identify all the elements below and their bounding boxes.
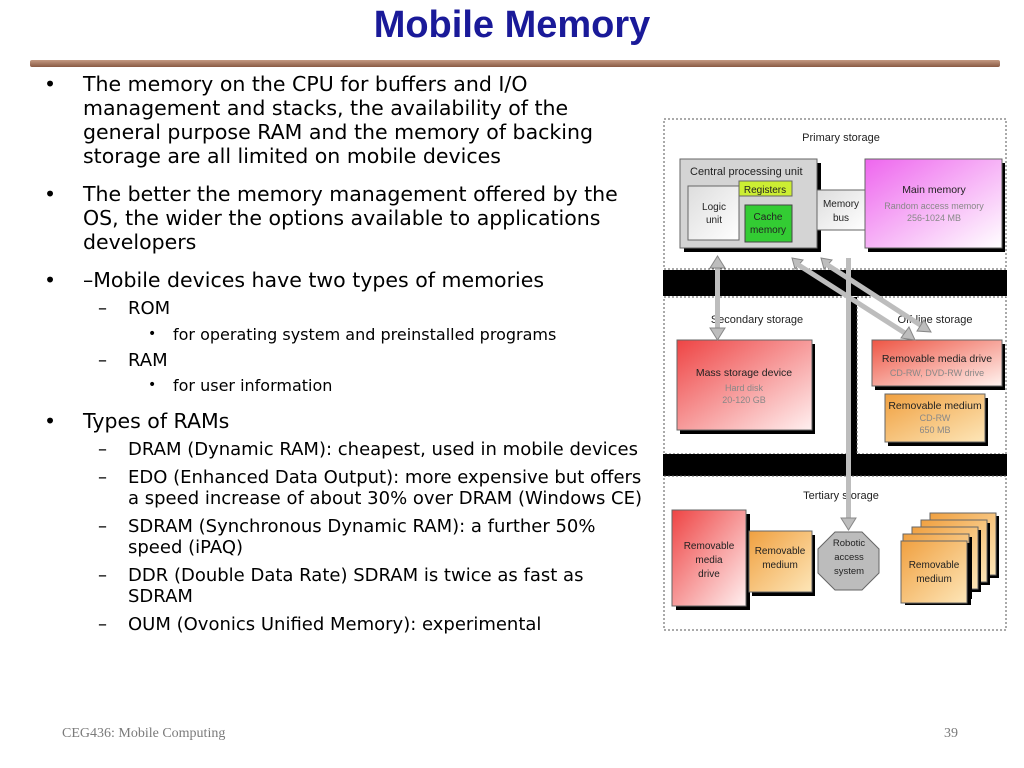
sub-bullet-item: –EDO (Enhanced Data Output): more expens… xyxy=(98,466,643,510)
sub-bullet-item: –ROM xyxy=(98,298,171,319)
bullet-list: •The memory on the CPU for buffers and I… xyxy=(40,72,650,649)
cache-memory-label: memory xyxy=(750,225,786,236)
bullet-item: •Types of RAMs –DRAM (Dynamic RAM): chea… xyxy=(40,409,650,635)
sub-sub-bullet-item: •for operating system and preinstalled p… xyxy=(148,324,557,344)
media-stack-label: medium xyxy=(916,574,952,585)
title-divider xyxy=(30,60,1000,67)
sub-sub-bullet-text: for operating system and preinstalled pr… xyxy=(173,324,557,344)
main-memory-detail: Random access memory xyxy=(884,201,984,211)
registers-box xyxy=(738,180,793,197)
primary-storage-label: Primary storage xyxy=(802,132,880,144)
tertiary-medium-label: Removable xyxy=(755,546,806,557)
page-number: 39 xyxy=(944,726,958,741)
bullet-text: The better the memory management offered… xyxy=(83,182,618,254)
sub-bullet-text: DDR (Double Data Rate) SDRAM is twice as… xyxy=(128,564,584,608)
footer-course-label: CEG436: Mobile Computing xyxy=(62,726,226,741)
removable-medium-box xyxy=(884,393,986,443)
sub-bullet-item: –DDR (Double Data Rate) SDRAM is twice a… xyxy=(98,564,584,608)
sub-bullet-item: –DRAM (Dynamic RAM): cheapest, used in m… xyxy=(98,439,638,460)
main-memory-box xyxy=(864,158,1003,249)
tertiary-drive-label: media xyxy=(695,555,723,566)
sub-sub-bullet-text: for user information xyxy=(173,376,333,395)
robotic-access-system xyxy=(817,531,880,591)
logic-unit-box xyxy=(687,185,740,241)
memory-bus-label: bus xyxy=(833,213,849,224)
sub-bullet-text: OUM (Ovonics Unified Memory): experiment… xyxy=(128,613,542,635)
tertiary-medium-label: medium xyxy=(762,560,798,571)
bullet-text: The memory on the CPU for buffers and I/… xyxy=(83,72,593,168)
tertiary-drive-label: drive xyxy=(698,569,720,580)
mass-storage-label: Mass storage device xyxy=(696,367,792,379)
removable-drive-label: Removable media drive xyxy=(882,353,992,365)
sub-bullet-item: –SDRAM (Synchronous Dynamic RAM): a furt… xyxy=(98,515,596,559)
cache-memory-box xyxy=(744,204,793,243)
secondary-storage-label: Secondary storage xyxy=(711,314,803,326)
media-stack-card-front xyxy=(900,540,968,604)
tertiary-storage-label: Tertiary storage xyxy=(803,490,879,502)
mass-storage-box xyxy=(676,339,813,431)
tertiary-drive-box xyxy=(671,509,747,607)
sub-bullet-item: –OUM (Ovonics Unified Memory): experimen… xyxy=(98,613,542,635)
sub-bullet-text: RAM xyxy=(128,349,168,371)
removable-drive-box xyxy=(871,339,1003,387)
sub-bullet-text: ROM xyxy=(128,298,171,319)
separator-bar xyxy=(663,270,1007,296)
robotic-access-label: access xyxy=(834,552,864,563)
sub-bullet-text: EDO (Enhanced Data Output): more expensi… xyxy=(128,466,643,510)
bullet-item: •The memory on the CPU for buffers and I… xyxy=(44,72,593,168)
cache-memory-label: Cache xyxy=(754,212,783,223)
bullet-item: •The better the memory management offere… xyxy=(44,182,618,254)
memory-bus-box xyxy=(816,189,866,231)
slide-title: Mobile Memory xyxy=(373,4,651,46)
sub-bullet-text: DRAM (Dynamic RAM): cheapest, used in mo… xyxy=(128,439,638,460)
removable-medium-label: Removable medium xyxy=(888,400,982,412)
sub-bullet-item: –RAM xyxy=(98,349,168,371)
removable-medium-detail: 650 MB xyxy=(919,425,950,435)
main-memory-detail: 256-1024 MB xyxy=(907,213,961,223)
storage-hierarchy-diagram: Primary storage Central processing unit … xyxy=(663,118,1007,631)
bullet-item: •–Mobile devices have two types of memor… xyxy=(40,268,650,395)
connector-arrows xyxy=(709,255,932,531)
removable-medium-detail: CD-RW xyxy=(920,413,951,423)
bullet-text: –Mobile devices have two types of memori… xyxy=(83,268,544,292)
tertiary-drive-label: Removable xyxy=(684,541,735,552)
robotic-access-label: system xyxy=(834,566,864,577)
media-stack-label: Removable xyxy=(909,560,960,571)
mass-storage-detail: Hard disk xyxy=(725,383,764,393)
registers-label: Registers xyxy=(744,185,786,196)
bullet-text: Types of RAMs xyxy=(83,409,230,433)
main-memory-label: Main memory xyxy=(902,184,966,196)
sub-sub-bullet-item: •for user information xyxy=(148,376,333,395)
separator-bar xyxy=(663,454,1007,476)
removable-drive-detail: CD-RW, DVD-RW drive xyxy=(890,368,984,378)
mass-storage-detail: 20-120 GB xyxy=(722,395,766,405)
logic-unit-label: unit xyxy=(706,215,722,226)
logic-unit-label: Logic xyxy=(702,202,726,213)
memory-bus-label: Memory xyxy=(823,199,859,210)
robotic-access-label: Robotic xyxy=(833,538,865,549)
separator-bar xyxy=(851,297,857,454)
tertiary-medium-box xyxy=(748,530,813,593)
sub-bullet-text: SDRAM (Synchronous Dynamic RAM): a furth… xyxy=(128,515,596,559)
cpu-label: Central processing unit xyxy=(690,166,803,178)
